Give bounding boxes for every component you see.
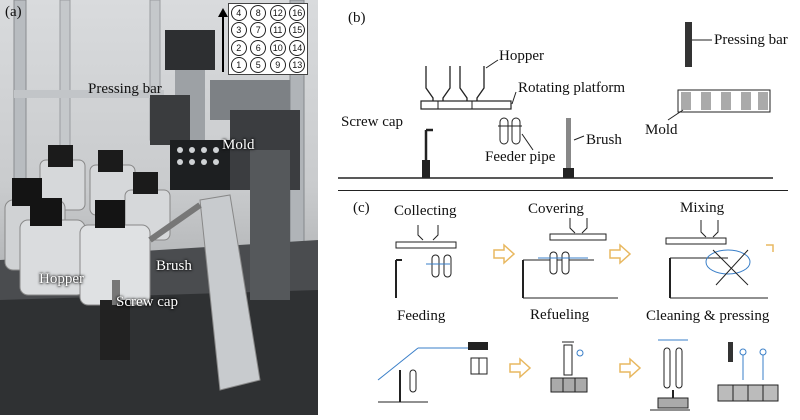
grid-cell: 3 (230, 22, 247, 39)
label-feeder-pipe: Feeder pipe (485, 149, 556, 165)
process-drawings (377, 218, 779, 411)
refueling-illustration (550, 341, 588, 393)
panel-b-letter: (b) (348, 10, 366, 26)
panel-b-schematic: (b) Hopper Rotating platform Pressing ba… (318, 0, 800, 190)
grid-cell: 2 (230, 39, 247, 56)
label-screw-cap-photo: Screw cap (116, 294, 179, 310)
apparatus-illustration (0, 0, 318, 415)
label-hopper-photo: Hopper (39, 271, 84, 287)
step-label-refueling: Refueling (530, 307, 590, 323)
label-mold: Mold (645, 122, 678, 138)
covering-illustration (522, 218, 618, 299)
grid-cell: 15 (289, 22, 306, 39)
mixing-illustration (665, 220, 768, 299)
feeding-illustration (377, 342, 488, 403)
grid-cell: 13 (289, 57, 306, 74)
step-label-feeding: Feeding (397, 308, 446, 324)
step-label-cleaning-pressing: Cleaning & pressing (646, 308, 770, 324)
grid-cell: 7 (250, 22, 267, 39)
label-hopper: Hopper (499, 48, 544, 64)
label-pressing-bar-photo: Pressing bar (88, 81, 162, 97)
label-rotating-platform: Rotating platform (518, 80, 626, 96)
hopper-cylinders (4, 145, 171, 306)
grid-cell: 1 (230, 57, 247, 74)
label-mold-photo: Mold (222, 137, 255, 153)
step-label-covering: Covering (528, 201, 584, 217)
label-brush: Brush (586, 132, 622, 148)
panel-c-letter: (c) (353, 200, 370, 216)
collecting-illustration (395, 225, 457, 298)
label-pressing-bar: Pressing bar (714, 32, 788, 48)
mold-position-grid: 4 8 12 16 3 7 11 15 2 6 10 14 1 5 9 13 (228, 3, 308, 75)
grid-cell: 16 (289, 4, 306, 21)
grid-cell: 9 (269, 57, 286, 74)
grid-cell: 6 (250, 39, 267, 56)
schematic-drawing (338, 22, 773, 179)
grid-arrow-icon (218, 8, 228, 72)
grid-cell: 8 (250, 4, 267, 21)
label-brush-photo: Brush (156, 258, 192, 274)
step-label-mixing: Mixing (680, 200, 725, 216)
panel-divider (338, 190, 788, 191)
apparatus-photo: (a) Pressing bar Mold Hopper Brush Screw… (0, 0, 318, 415)
panel-c-process: (c) Collecting Covering Mixing Feeding R… (318, 190, 800, 415)
panel-a-letter: (a) (5, 4, 22, 20)
grid-cell: 5 (250, 57, 267, 74)
grid-cell: 14 (289, 39, 306, 56)
label-screw-cap: Screw cap (341, 114, 404, 130)
grid-cell: 10 (269, 39, 286, 56)
cleaning-pressing-illustration (650, 339, 779, 411)
grid-cell: 12 (269, 4, 286, 21)
grid-cell: 11 (269, 22, 286, 39)
grid-cell: 4 (230, 4, 247, 21)
step-label-collecting: Collecting (394, 203, 457, 219)
